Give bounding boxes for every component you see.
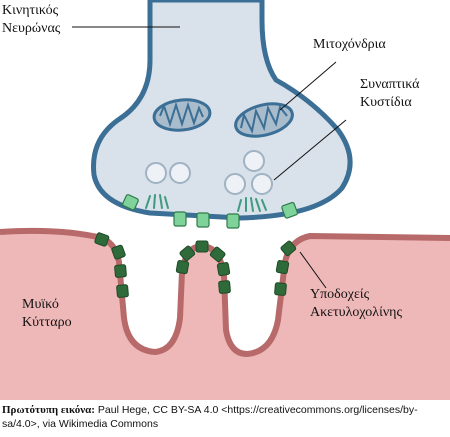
label-muscle-line1: Μυϊκό [22, 297, 59, 312]
leader-line-receptors [299, 251, 327, 289]
label-motor-neuron: Κινητικός Νευρώνας [2, 2, 60, 38]
synaptic-vesicles [145, 150, 273, 195]
vesicle [224, 173, 246, 195]
diagram-canvas [0, 0, 450, 400]
label-motor-neuron-line2: Νευρώνας [2, 21, 61, 36]
vesicle [251, 173, 273, 195]
label-synaptic-vesicles: Συναπτικά Κυστίδια [360, 76, 419, 112]
motor-neuron-terminal [91, 0, 353, 221]
image-credit-caption: Πρωτότυπη εικόνα: Paul Hege, CC BY-SA 4.… [2, 403, 448, 431]
label-muscle-line2: Κύτταρο [22, 315, 72, 330]
vesicle [243, 150, 265, 172]
label-receptors-line2: Ακετυλοχολίνης [310, 305, 403, 320]
label-vesicles-line1: Συναπτικά [360, 77, 420, 92]
acetylcholine-receptors [94, 232, 297, 298]
label-receptors-line1: Υποδοχείς [310, 287, 370, 302]
label-muscle-cell: Μυϊκό Κύτταρο [22, 296, 72, 332]
leader-lines [72, 26, 347, 289]
neurotransmitter-release [145, 194, 267, 212]
caption-prefix: Πρωτότυπη εικόνα: [2, 404, 95, 416]
label-vesicles-line2: Κυστίδια [360, 95, 412, 110]
label-ach-receptors: Υποδοχείς Ακετυλοχολίνης [310, 286, 402, 322]
presynaptic-receptors [122, 194, 299, 229]
mitochondrion-left [152, 98, 212, 132]
vesicle [145, 162, 167, 184]
vesicle [169, 162, 191, 184]
leader-line-mitochondria [279, 61, 337, 111]
leader-line-vesicles [273, 119, 347, 181]
label-mitochondria: Μιτοχόνδρια [313, 37, 386, 52]
mitochondrion-right [234, 102, 294, 138]
caption-text: Paul Hege, CC BY-SA 4.0 <https://creativ… [2, 404, 418, 430]
label-motor-neuron-line1: Κινητικός [2, 3, 59, 18]
